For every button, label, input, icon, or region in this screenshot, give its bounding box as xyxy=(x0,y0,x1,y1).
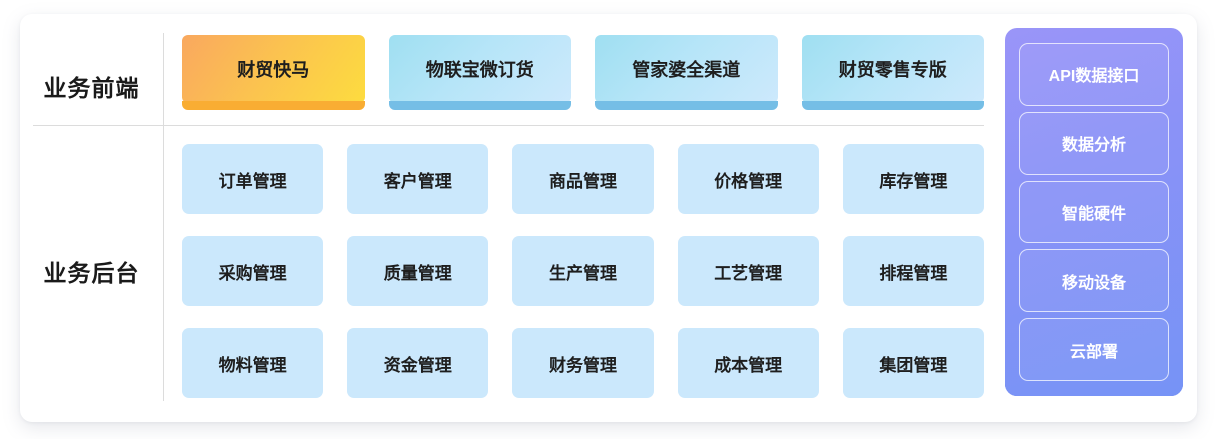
button-bottom-edge xyxy=(182,101,365,110)
sidebar-item-mobile-device[interactable]: 移动设备 xyxy=(1019,249,1169,313)
backend-module-process[interactable]: 工艺管理 xyxy=(677,236,819,306)
backend-module-product[interactable]: 商品管理 xyxy=(512,144,654,214)
backend-module-price[interactable]: 价格管理 xyxy=(677,144,819,214)
frontend-item-wulianbao-weidinghuo[interactable]: 物联宝微订货 xyxy=(388,35,571,110)
frontend-item-caimao-lingshou[interactable]: 财贸零售专版 xyxy=(801,35,984,110)
backend-module-cost[interactable]: 成本管理 xyxy=(677,328,819,398)
backend-module-material[interactable]: 物料管理 xyxy=(182,328,324,398)
backend-module-fund[interactable]: 资金管理 xyxy=(347,328,489,398)
backend-module-finance[interactable]: 财务管理 xyxy=(512,328,654,398)
backend-module-grid: 订单管理 客户管理 商品管理 价格管理 库存管理 采购管理 质量管理 生产管理 … xyxy=(182,144,984,398)
backend-module-scheduling[interactable]: 排程管理 xyxy=(842,236,984,306)
button-bottom-edge xyxy=(801,101,984,110)
sidebar-item-smart-hardware[interactable]: 智能硬件 xyxy=(1019,180,1169,244)
frontend-item-label: 物联宝微订货 xyxy=(425,60,534,80)
backend-module-inventory[interactable]: 库存管理 xyxy=(842,144,984,214)
vertical-divider xyxy=(163,33,164,401)
frontend-items: 财贸快马 物联宝微订货 管家婆全渠道 财贸零售专版 xyxy=(182,35,984,115)
frontend-item-label: 管家婆全渠道 xyxy=(632,60,741,80)
frontend-item-label: 财贸零售专版 xyxy=(838,60,947,80)
sidebar-item-analytics[interactable]: 数据分析 xyxy=(1019,111,1169,175)
horizontal-divider xyxy=(33,125,984,126)
backend-module-group[interactable]: 集团管理 xyxy=(842,328,984,398)
frontend-item-guanjiapo-quanqudao[interactable]: 管家婆全渠道 xyxy=(595,35,778,110)
button-bottom-edge xyxy=(595,101,778,110)
frontend-item-label: 财贸快马 xyxy=(237,60,310,80)
backend-module-customer[interactable]: 客户管理 xyxy=(347,144,489,214)
frontend-item-caimao-kuaima[interactable]: 财贸快马 xyxy=(182,35,365,110)
backend-module-purchase[interactable]: 采购管理 xyxy=(182,236,324,306)
sidebar-item-api[interactable]: API数据接口 xyxy=(1019,43,1169,106)
backend-module-production[interactable]: 生产管理 xyxy=(512,236,654,306)
capability-sidebar: API数据接口 数据分析 智能硬件 移动设备 云部署 xyxy=(1005,28,1183,396)
sidebar-item-cloud-deploy[interactable]: 云部署 xyxy=(1019,318,1169,381)
row-label-backend: 业务后台 xyxy=(43,260,140,286)
row-label-frontend: 业务前端 xyxy=(43,75,140,101)
button-bottom-edge xyxy=(388,101,571,110)
backend-module-order[interactable]: 订单管理 xyxy=(182,144,324,214)
architecture-card: 业务前端 业务后台 财贸快马 物联宝微订货 管家婆全渠道 财贸零售专版 xyxy=(20,14,1197,422)
backend-module-quality[interactable]: 质量管理 xyxy=(347,236,489,306)
